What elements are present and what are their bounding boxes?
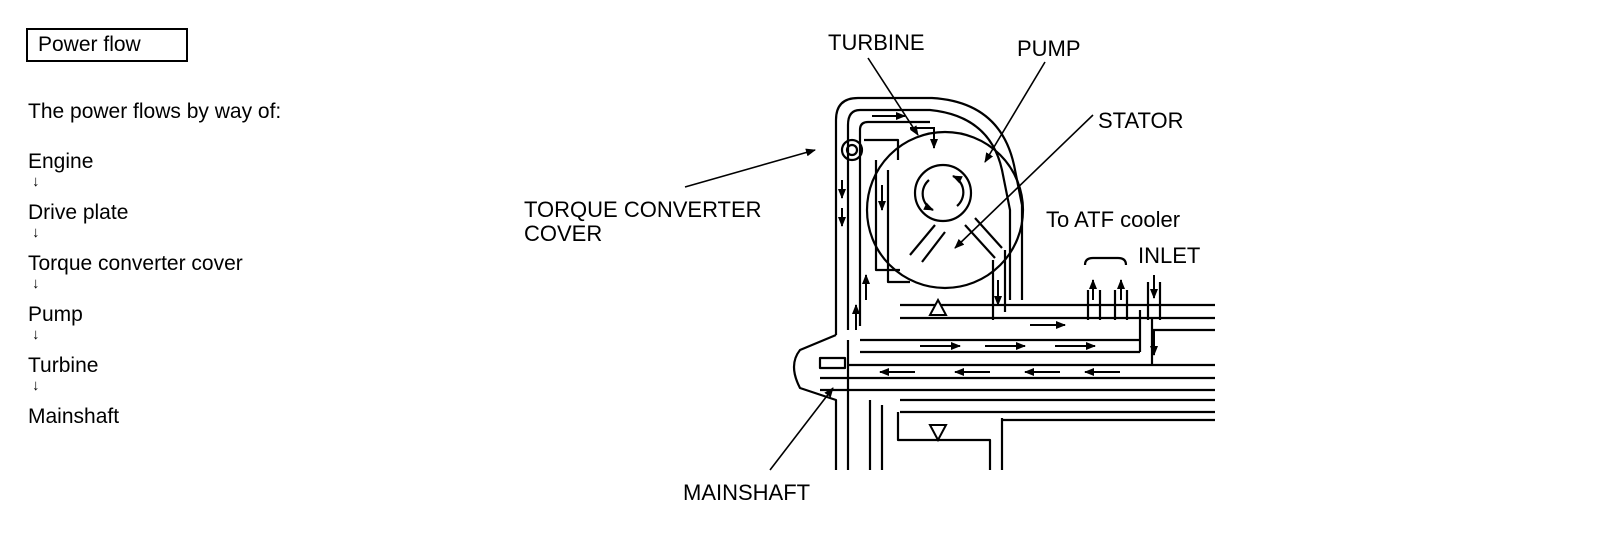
flow-step-torque-converter-cover: Torque converter cover <box>28 252 243 275</box>
down-arrow-icon: ↓ <box>32 377 40 394</box>
intro-text: The power flows by way of: <box>28 100 282 123</box>
label-pump: PUMP <box>1017 36 1081 61</box>
leader-mainshaft <box>769 387 834 471</box>
down-arrow-icon: ↓ <box>32 326 40 343</box>
leader-turbine <box>867 57 919 136</box>
down-arrow-icon: ↓ <box>32 173 40 190</box>
label-inlet: INLET <box>1138 243 1200 268</box>
torque-converter-diagram: TURBINE PUMP STATOR TORQUE CONVERTER COV… <box>524 30 1215 505</box>
section-title: Power flow <box>26 28 188 62</box>
leader-cover <box>684 148 816 188</box>
leader-stator <box>954 114 1094 249</box>
power-flow-list: Engine ↓ Drive plate ↓ Torque converter … <box>28 150 243 429</box>
label-to-atf-cooler: To ATF cooler <box>1046 207 1180 232</box>
down-arrow-icon: ↓ <box>32 224 40 241</box>
label-stator: STATOR <box>1098 108 1184 133</box>
label-turbine: TURBINE <box>828 30 925 55</box>
flow-step-drive-plate: Drive plate <box>28 201 129 224</box>
flow-step-engine: Engine <box>28 150 94 173</box>
label-torque-converter-cover-line1: TORQUE CONVERTER <box>524 197 762 222</box>
flow-step-pump: Pump <box>28 303 83 326</box>
leader-pump <box>984 61 1046 163</box>
stator-hub <box>913 163 973 223</box>
label-mainshaft: MAINSHAFT <box>683 480 810 505</box>
flow-step-turbine: Turbine <box>28 354 99 377</box>
down-arrow-icon: ↓ <box>32 275 40 292</box>
flow-step-mainshaft: Mainshaft <box>28 405 120 428</box>
pump-housing <box>865 130 1025 290</box>
label-torque-converter-cover-line2: COVER <box>524 221 602 246</box>
cover-shell <box>834 96 1024 335</box>
bearing <box>840 138 864 162</box>
